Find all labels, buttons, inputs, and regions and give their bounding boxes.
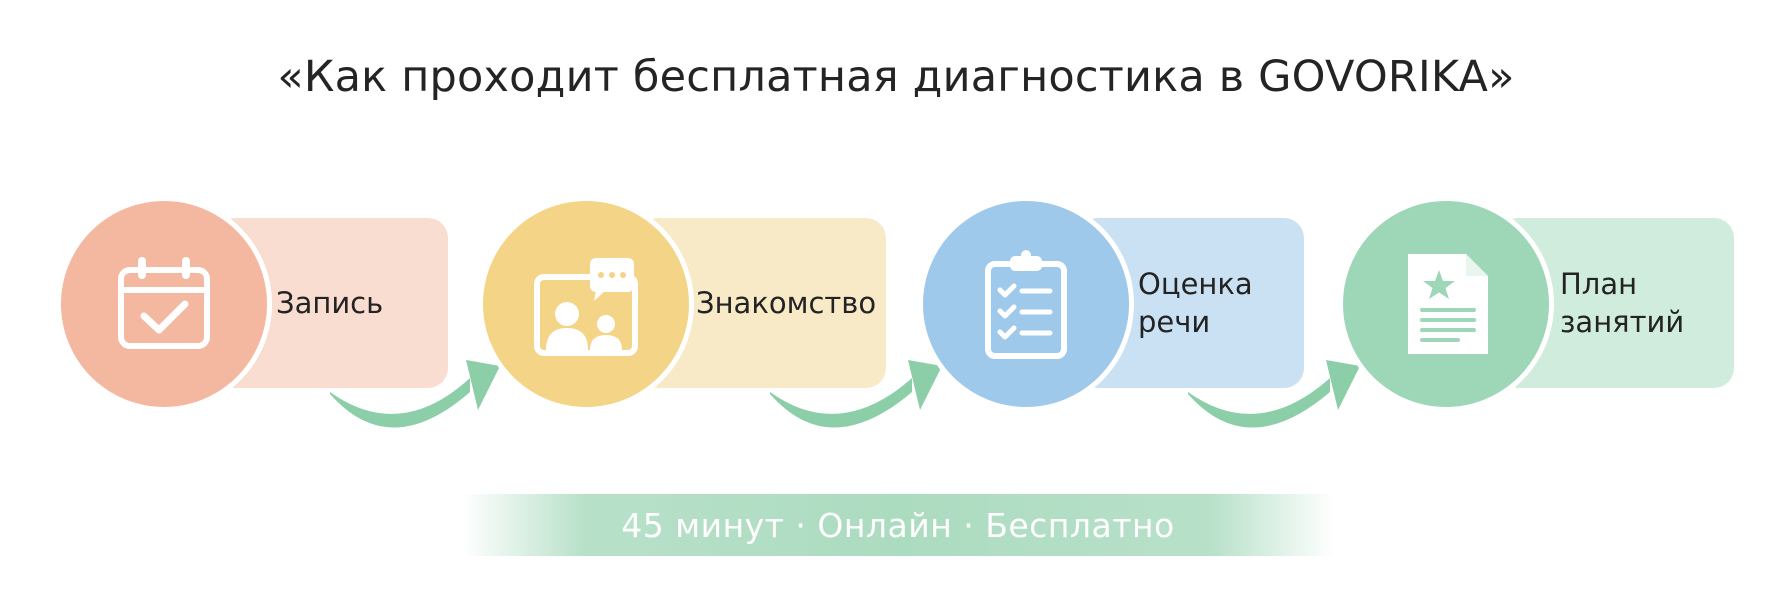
step-label-line: занятий [1560,305,1685,339]
step-label-line: Запись [276,286,384,320]
arrow-2-to-3 [770,360,942,428]
step-speech-assessment: Оценка речи [918,196,1304,412]
step-introduction: Знакомство [478,196,886,412]
arrow-1-to-2 [330,360,500,428]
step-circle [56,196,272,412]
arrow-head [1326,360,1360,410]
calendar-check-icon [118,257,210,349]
clipboard-checklist-icon [985,250,1067,359]
arrow-3-to-4 [1188,360,1360,428]
step-signup: Запись [56,196,448,412]
arrow-body [1188,378,1330,428]
arrow-head [466,360,500,410]
step-label-line: Знакомство [696,286,877,320]
step-lesson-plan: План занятий [1338,196,1734,412]
step-label: План занятий [1560,218,1734,388]
diagram-title: «Как проходит бесплатная диагностика в G… [277,52,1515,102]
step-label: Оценка речи [1138,218,1304,388]
step-label-line: План [1560,267,1638,301]
footer-text: 45 минут · Онлайн · Бесплатно [621,505,1175,545]
footer-banner: 45 минут · Онлайн · Бесплатно [462,494,1334,556]
step-label-line: речи [1138,305,1211,339]
arrow-body [330,378,470,428]
step-label-line: Оценка [1138,267,1253,301]
arrow-body [770,378,912,428]
arrow-head [908,360,942,410]
step-circle [1338,196,1554,412]
step-circle [918,196,1134,412]
video-call-icon [534,258,638,356]
step-label: Запись [276,218,446,388]
step-label: Знакомство [696,218,886,388]
document-star-icon [1408,254,1488,354]
step-circle [478,196,694,412]
